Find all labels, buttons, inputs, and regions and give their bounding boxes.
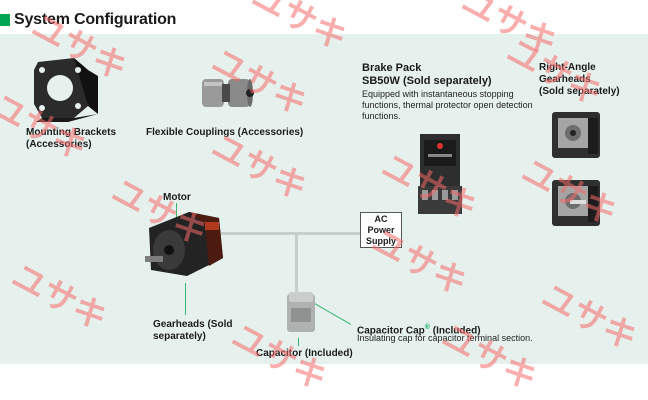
capacitor-cap-description: Insulating cap for capacitor terminal se… xyxy=(357,333,533,343)
capacitor-image xyxy=(287,292,315,332)
title-marker xyxy=(0,14,10,26)
capacitor-cap-heading: Capacitor Cap® (Included) xyxy=(357,321,481,337)
flexible-couplings-label: Flexible Couplings (Accessories) xyxy=(146,127,304,138)
leader-gearheads xyxy=(185,283,186,315)
motor-label: Motor xyxy=(163,192,191,203)
title-text: System Configuration xyxy=(14,11,177,28)
capacitor-cap-suffix: (Included) xyxy=(429,325,481,337)
brake-pack-heading: Brake Pack xyxy=(362,62,422,74)
mounting-brackets-label: Mounting Brackets (Accessories) xyxy=(26,127,117,150)
right-angle-gearhead-image-1 xyxy=(552,112,600,158)
leader-motor xyxy=(176,203,177,225)
flexible-coupling-image xyxy=(202,79,254,107)
leader-capacitor xyxy=(298,338,299,346)
gearheads-label: Gearheads (Sold separately) xyxy=(153,319,233,342)
capacitor-cap-name: Capacitor Cap xyxy=(357,325,425,337)
wire-motor-to-ac xyxy=(205,232,360,235)
mounting-bracket-image xyxy=(34,58,98,122)
capacitor-cap-registered: ® xyxy=(424,324,430,331)
section-title: System Configuration xyxy=(0,10,176,30)
ac-power-supply-label: AC Power Supply xyxy=(365,214,396,246)
wire-to-capacitor xyxy=(295,232,298,294)
brake-pack-model: SB50W (Sold separately) xyxy=(362,75,492,87)
right-angle-gearhead-image-2 xyxy=(552,180,600,226)
brake-pack-description: Equipped with instantaneous stopping fun… xyxy=(362,89,533,121)
right-angle-gearheads-label: Right-Angle Gearheads (Sold separately) xyxy=(539,62,620,97)
brake-pack-image xyxy=(418,134,462,214)
capacitor-label: Capacitor (Included) xyxy=(256,348,353,359)
ac-power-supply-box: AC Power Supply xyxy=(360,212,402,248)
motor-image xyxy=(145,212,223,276)
